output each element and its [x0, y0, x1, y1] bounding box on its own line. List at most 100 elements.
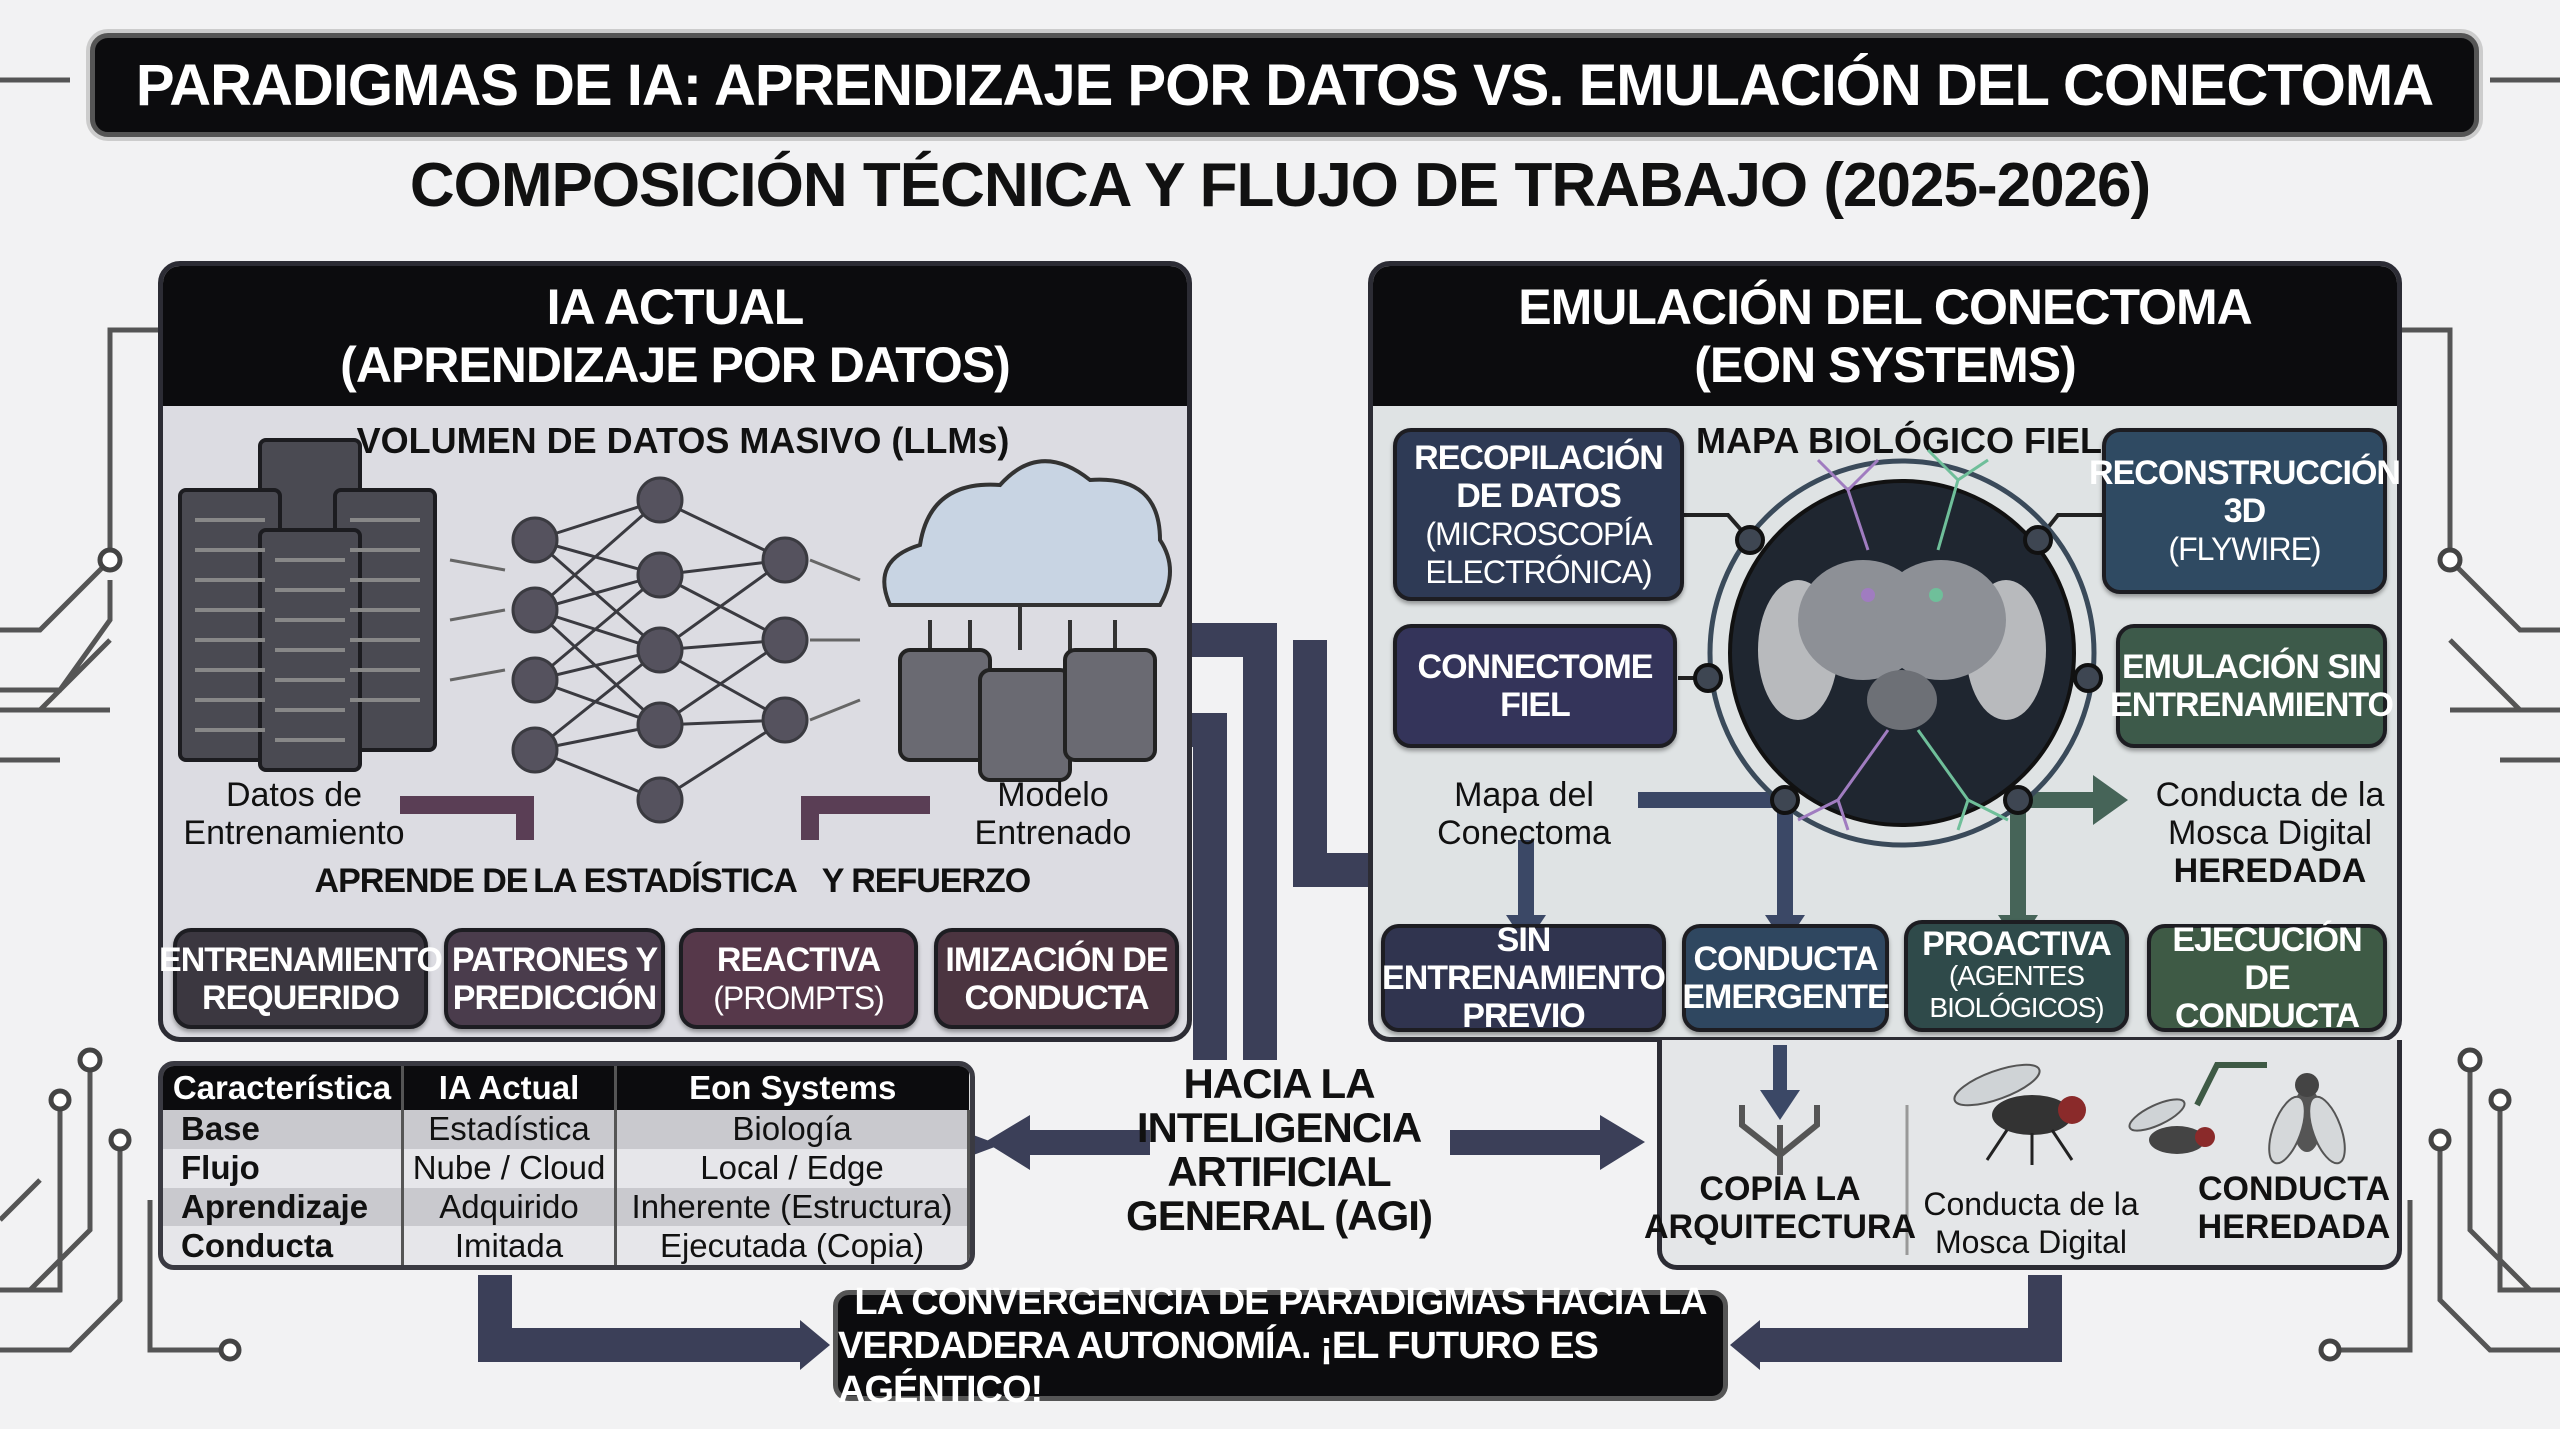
- banner-line: VERDADERA AUTONOMÍA. ¡EL FUTURO ES AGÉNT…: [838, 1324, 1599, 1411]
- label-line: Mapa del: [1454, 776, 1594, 814]
- fly-icon: [2268, 1073, 2346, 1165]
- box-line: EJECUCIÓN DE: [2172, 921, 2362, 997]
- box-line: RECOPILACIÓN: [1414, 438, 1664, 477]
- table-cell: Imitada: [402, 1226, 618, 1265]
- section-title: MAPA BIOLÓGICO FIEL: [1696, 420, 2102, 461]
- header-line: (EON SYSTEMS): [1694, 337, 2076, 393]
- table-cell: Inherente (Estructura): [615, 1187, 970, 1227]
- label-line: Entrenado: [974, 814, 1132, 852]
- flow-label: Y REFUERZO: [821, 862, 1032, 900]
- box-line: (AGENTES: [1948, 960, 2085, 991]
- page-subtitle: COMPOSICIÓN TÉCNICA Y FLUJO DE TRABAJO (…: [409, 151, 2151, 220]
- datos-entrenamiento-label: Datos de Entrenamiento: [183, 776, 404, 852]
- table-cell: Nube / Cloud: [402, 1148, 618, 1188]
- flow-label: LA ESTADÍSTICA: [533, 862, 798, 900]
- box-line: CONDUCTA: [964, 978, 1149, 1017]
- box-line: RECONSTRUCCIÓN: [2089, 454, 2401, 492]
- box-line: DE DATOS: [1456, 476, 1622, 515]
- column-header: Eon Systems: [615, 1066, 969, 1110]
- agi-arrows: [985, 1115, 1645, 1170]
- box-line: CONDUCTA: [1693, 940, 1878, 978]
- proactiva-box: PROACTIVA (AGENTES BIOLÓGICOS): [1904, 920, 2129, 1032]
- agi-center-label: HACIA LA INTELIGENCIA ARTIFICIAL GENERAL…: [1126, 1060, 1433, 1239]
- box-line: FIEL: [1500, 686, 1571, 724]
- table-cell: Aprendizaje: [163, 1187, 404, 1227]
- label-line: Conectoma: [1437, 814, 1611, 852]
- connectome-fiel-box: CONNECTOME FIEL: [1393, 624, 1677, 748]
- box-line: ENTRENAMIENTO: [159, 940, 443, 979]
- box-line: PATRONES Y: [451, 940, 658, 979]
- box-line: PREVIO: [1462, 997, 1585, 1035]
- page-title: PARADIGMAS DE IA: APRENDIZAJE POR DATOS …: [90, 33, 2479, 137]
- label-line: Modelo: [997, 776, 1109, 814]
- column-header: IA Actual: [402, 1066, 618, 1110]
- table-cell: Flujo: [163, 1148, 404, 1188]
- table-cell: Ejecutada (Copia): [615, 1226, 970, 1265]
- box-line: BIOLÓGICOS): [1929, 992, 2104, 1023]
- box-line: IMIZACIÓN DE: [945, 940, 1168, 979]
- server-rack-icon: [178, 438, 437, 772]
- cloud-database-icon: [882, 459, 1172, 782]
- modelo-entrenado-label: Modelo Entrenado: [975, 776, 1132, 852]
- left-panel-header: IA ACTUAL (APRENDIZAJE POR DATOS): [163, 266, 1187, 406]
- label-line: HACIA LA: [1183, 1060, 1375, 1107]
- label-line: Mosca Digital: [2167, 814, 2373, 852]
- fly-icon: [1953, 1063, 2086, 1165]
- label-line: ARQUITECTURA: [1644, 1208, 1916, 1246]
- box-line: (FLYWIRE): [2168, 531, 2321, 567]
- mosca-digital-label: Conducta de la Mosca Digital: [1923, 1185, 2138, 1261]
- label-line: Entrenamiento: [183, 814, 405, 852]
- convergence-banner: LA CONVERGENCIA DE PARADIGMAS HACIA LA V…: [833, 1281, 1728, 1411]
- header-line: (APRENDIZAJE POR DATOS): [340, 337, 1011, 393]
- comparison-table: Característica IA Actual Eon Systems Bas…: [158, 1061, 975, 1270]
- label-line: ARTIFICIAL: [1167, 1148, 1391, 1195]
- header-line: EMULACIÓN DEL CONECTOMA: [1518, 279, 2253, 335]
- label-line: Mosca Digital: [1934, 1224, 2128, 1260]
- neural-network-icon: [449, 476, 861, 824]
- recopilacion-datos-box: RECOPILACIÓN DE DATOS (MICROSCOPÍA ELECT…: [1393, 428, 1684, 601]
- table-header-row: Característica IA Actual Eon Systems: [163, 1066, 969, 1110]
- box-line: ENTRENAMIENTO: [2110, 686, 2394, 724]
- label-line: GENERAL (AGI): [1126, 1192, 1433, 1239]
- left-panel-ia-actual: IA ACTUAL (APRENDIZAJE POR DATOS): [158, 261, 1192, 1042]
- label-line: HEREDADA: [2173, 852, 2367, 890]
- box-line: EMULACIÓN SIN: [2122, 648, 2382, 686]
- flow-pipe: [478, 623, 2062, 1362]
- right-panel-header: EMULACIÓN DEL CONECTOMA (EON SYSTEMS): [1373, 266, 2397, 406]
- box-line: EMERGENTE: [1682, 978, 1889, 1016]
- conducta-heredada-bottom-label: CONDUCTA HEREDADA: [2198, 1170, 2391, 1246]
- banner-line: LA CONVERGENCIA DE PARADIGMAS HACIA LA: [854, 1280, 1707, 1323]
- label-line: Conducta de la: [2155, 776, 2385, 814]
- fly-brain-icon: [1707, 448, 2097, 848]
- box-line: REACTIVA: [716, 940, 881, 979]
- box-line: ELECTRÓNICA): [1425, 553, 1652, 590]
- label-line: Conducta de la: [1923, 1186, 2139, 1222]
- box-line: 3D: [2223, 492, 2266, 530]
- header-line: IA ACTUAL: [546, 279, 805, 335]
- table-cell: Conducta: [163, 1226, 404, 1265]
- table-cell: Estadística: [402, 1110, 618, 1149]
- table-cell: Biología: [615, 1110, 970, 1149]
- fly-icon: [2128, 1098, 2215, 1154]
- label-line: HEREDADA: [2197, 1208, 2391, 1246]
- box-line: REQUERIDO: [202, 978, 400, 1017]
- reconstruccion-3d-box: RECONSTRUCCIÓN 3D (FLYWIRE): [2089, 428, 2401, 594]
- left-illustrations: [178, 438, 1172, 840]
- table-cell: Base: [163, 1110, 404, 1149]
- fly-illustrations: [1739, 1045, 2346, 1255]
- box-line: CONNECTOME: [1417, 648, 1654, 686]
- table-cell: Adquirido: [402, 1187, 618, 1227]
- box-line: (PROMPTS): [713, 979, 885, 1016]
- flow-arrows: [400, 796, 930, 840]
- table-cell: Local / Edge: [615, 1148, 970, 1188]
- box-line: CONDUCTA: [2174, 997, 2360, 1035]
- mapa-conectoma-label: Mapa del Conectoma: [1437, 776, 1611, 852]
- label-line: CONDUCTA: [2197, 1170, 2390, 1208]
